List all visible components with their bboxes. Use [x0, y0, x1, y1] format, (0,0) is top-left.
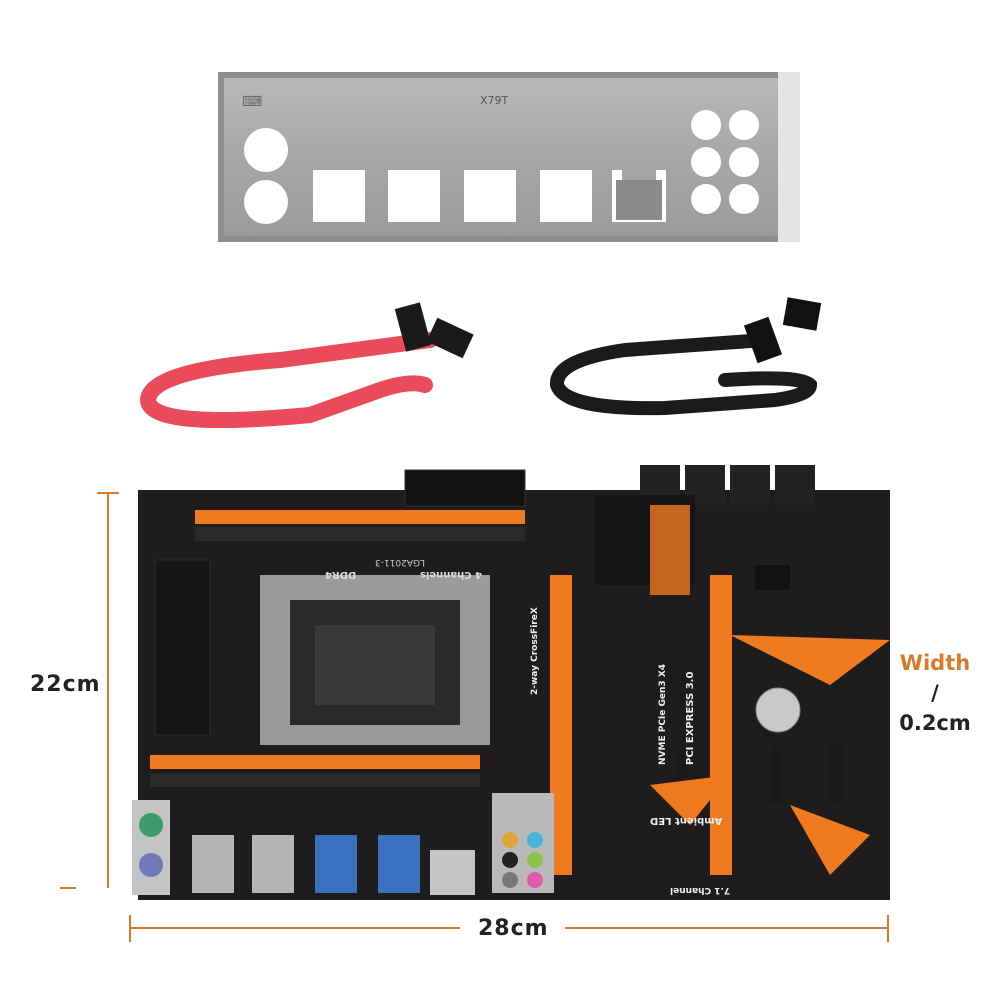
thickness-value: 0.2cm: [899, 711, 971, 735]
black-sata-cable: [545, 290, 845, 440]
height-dimension-label: 22cm: [30, 672, 101, 697]
thickness-width-word: Width: [899, 651, 971, 675]
io-shield: ⌨ X79T: [218, 72, 800, 242]
width-dimension-label: 28cm: [478, 916, 549, 941]
svg-text:⌨: ⌨: [242, 94, 262, 110]
io-shield-model-text: X79T: [480, 94, 509, 107]
motherboard: LGA2011-3 4 Channels DDR4 2-way CrossFir…: [130, 465, 890, 905]
red-sata-cable: [130, 290, 510, 440]
thickness-slash: /: [931, 681, 939, 705]
thickness-annotation: Width / 0.2cm: [880, 648, 990, 738]
